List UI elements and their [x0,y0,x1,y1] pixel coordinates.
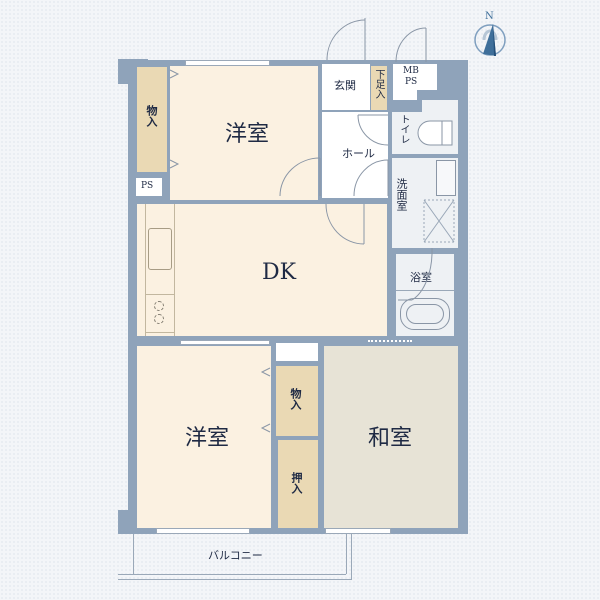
japanese-room-label: 和室 [368,426,413,451]
storage-top-left: 物入 [137,67,167,172]
closet-door-marker-icon [169,69,180,79]
western-room-top: 洋室 [170,66,318,200]
shoe-closet-label: 下足入 [373,69,384,99]
dk-door-icon [325,203,365,245]
western-room-bottom-label: 洋室 [185,426,230,451]
washroom: 洗面室 [392,158,458,248]
bathtub-icon [400,298,450,330]
hall: ホール [322,112,388,198]
closet-door-marker-icon [169,159,180,169]
compass-north-label: N [485,11,494,22]
kitchen-counter [145,204,175,336]
compass-needle-icon [474,24,506,56]
storage-bottom: 物入 [276,366,318,436]
storage-top-left-label: 物入 [145,105,158,127]
toilet: トイレ [392,112,458,154]
sink-icon [436,160,456,196]
window-bath-vent [368,340,412,344]
japanese-room: 和室 [324,346,458,528]
hall-door-icon [279,157,321,197]
mb-door-icon [395,27,427,63]
window-top-western [185,60,270,66]
dk: DK [137,204,387,336]
entrance-door-icon [326,18,366,61]
window-bottom-japanese [325,528,391,534]
mb-ps: MB PS [393,64,437,90]
dk-label: DK [262,260,297,285]
western-room-bottom: 洋室 [137,346,271,528]
stove-burner-icon [154,301,164,311]
toilet-label: トイレ [398,114,409,144]
oshiire-label: 押入 [290,472,303,494]
balcony-label: バルコニー [208,549,263,562]
stove-burner-icon [154,314,164,324]
mb-ps-label-line1: MB [403,66,419,76]
balcony: バルコニー [118,532,352,580]
hall-label: ホール [342,147,375,160]
ps-top-left: PS [136,178,162,196]
storage-bottom-label: 物入 [289,388,302,410]
bathroom-label: 浴室 [410,271,432,284]
bathroom-door-icon [398,247,433,301]
entrance-label: 玄関 [334,79,356,92]
shoe-closet: 下足入 [371,66,387,110]
mb-ps-label-line2: PS [405,77,418,87]
western-room-top-label: 洋室 [225,122,270,147]
hallway-nook [276,343,318,361]
toilet-door-icon [357,114,389,146]
washroom-label: 洗面室 [395,178,408,211]
compass: N [470,12,514,58]
oshiire: 押入 [278,440,318,528]
entrance: 玄関 [322,64,370,110]
bathroom: 浴室 [396,254,454,336]
toilet-fixture-icon [417,120,453,146]
kitchen-sink-icon [148,228,172,270]
ps-top-left-label: PS [141,181,154,191]
window-bottom-western [156,528,250,534]
window-dk-bottom [180,340,270,345]
washer-space-icon [423,199,455,243]
closet-door-marker-icon [260,367,271,377]
closet-door-marker-icon [260,423,271,433]
washroom-door-icon [353,159,389,197]
